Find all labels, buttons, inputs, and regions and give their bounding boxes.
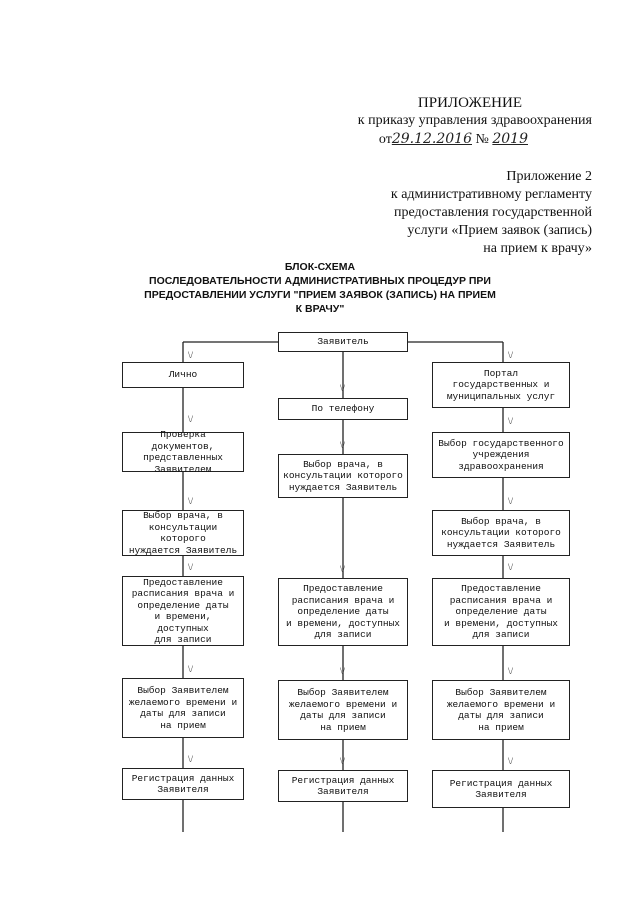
order-line: к приказу управления здравоохранения <box>357 113 592 128</box>
date-value: 29.12.2016 <box>391 131 472 147</box>
right-schedule-label: Предоставление расписания врача и опреде… <box>443 583 559 641</box>
arrow-head-icon: \/ <box>508 666 514 676</box>
right-portal-label: Портал государственных и муниципальных у… <box>446 367 556 402</box>
number-prefix: № <box>475 132 489 147</box>
arrow-head-icon: \/ <box>188 664 194 674</box>
appendix2-line3: предоставления государственной <box>393 205 592 220</box>
left-registration-label: Регистрация данных Заявителя <box>131 772 235 796</box>
date-prefix: от <box>378 132 392 147</box>
left-doctor-choice-box: Выбор врача, в консультации которого нуж… <box>122 510 244 556</box>
scheme-title-line2: ПОСЛЕДОВАТЕЛЬНОСТИ АДМИНИСТРАТИВНЫХ ПРОЦ… <box>149 275 491 287</box>
arrow-head-icon: \/ <box>508 756 514 766</box>
right-registration-label: Регистрация данных Заявителя <box>449 777 553 801</box>
middle-schedule-label: Предоставление расписания врача и опреде… <box>285 583 401 641</box>
arrow-head-icon: \/ <box>508 562 514 572</box>
left-documents-check-label: Проверка документов, представленных Заяв… <box>143 429 223 475</box>
right-time-choice-box: Выбор Заявителем желаемого времени и дат… <box>432 680 570 740</box>
middle-doctor-choice-label: Выбор врача, в консультации которого нуж… <box>283 458 403 493</box>
scheme-title-line3: ПРЕДОСТАВЛЕНИИ УСЛУГИ "ПРИЕМ ЗАЯВОК (ЗАП… <box>144 289 496 301</box>
left-time-choice-box: Выбор Заявителем желаемого времени и дат… <box>122 678 244 738</box>
appendix2-line4: услуги «Прием заявок (запись) <box>407 223 592 238</box>
middle-time-choice-label: Выбор Заявителем желаемого времени и дат… <box>288 687 398 733</box>
left-registration-box: Регистрация данных Заявителя <box>122 768 244 800</box>
arrow-head-icon: \/ <box>188 414 194 424</box>
left-time-choice-label: Выбор Заявителем желаемого времени и дат… <box>128 685 238 731</box>
arrow-head-icon: \/ <box>188 562 194 572</box>
middle-time-choice-box: Выбор Заявителем желаемого времени и дат… <box>278 680 408 740</box>
right-time-choice-label: Выбор Заявителем желаемого времени и дат… <box>446 687 556 733</box>
order-date-number: от29.12.2016 № 2019 <box>379 130 528 149</box>
arrow-head-icon: \/ <box>340 666 346 676</box>
arrow-head-icon: \/ <box>340 383 346 393</box>
arrow-head-icon: \/ <box>340 756 346 766</box>
middle-phone-box: По телефону <box>278 398 408 420</box>
right-portal-box: Портал государственных и муниципальных у… <box>432 362 570 408</box>
arrow-head-icon: \/ <box>340 564 346 574</box>
middle-schedule-box: Предоставление расписания врача и опреде… <box>278 578 408 646</box>
middle-registration-label: Регистрация данных Заявителя <box>291 774 395 798</box>
middle-phone-label: По телефону <box>311 403 375 415</box>
left-schedule-box: Предоставление расписания врача и опреде… <box>122 576 244 646</box>
right-doctor-choice-label: Выбор врача, в консультации которого нуж… <box>441 515 561 550</box>
scheme-title-line1: БЛОК-СХЕМА <box>284 261 356 273</box>
arrow-head-icon: \/ <box>508 350 514 360</box>
number-value: 2019 <box>492 131 528 147</box>
appendix2-line1: Приложение 2 <box>506 169 592 184</box>
right-institution-choice-label: Выбор государственного учреждения здраво… <box>438 437 564 472</box>
right-doctor-choice-box: Выбор врача, в консультации которого нуж… <box>432 510 570 556</box>
arrow-head-icon: \/ <box>508 416 514 426</box>
scheme-title-line4: К ВРАЧУ" <box>295 303 345 315</box>
appendix-title: ПРИЛОЖЕНИЕ <box>417 95 522 111</box>
left-doctor-choice-label: Выбор врача, в консультации которого нуж… <box>128 510 238 556</box>
middle-doctor-choice-box: Выбор врача, в консультации которого нуж… <box>278 454 408 498</box>
arrow-head-icon: \/ <box>188 496 194 506</box>
arrow-head-icon: \/ <box>188 350 194 360</box>
applicant-label: Заявитель <box>317 336 369 348</box>
left-in-person-box: Лично <box>122 362 244 388</box>
left-documents-check-box: Проверка документов, представленных Заяв… <box>122 429 244 475</box>
left-in-person-label: Лично <box>168 369 198 381</box>
left-schedule-label: Предоставление расписания врача и опреде… <box>131 576 235 646</box>
appendix2-line5: на прием к врачу» <box>483 241 592 256</box>
right-schedule-box: Предоставление расписания врача и опреде… <box>432 578 570 646</box>
right-institution-choice-box: Выбор государственного учреждения здраво… <box>432 432 570 478</box>
applicant-box: Заявитель <box>278 332 408 352</box>
right-registration-box: Регистрация данных Заявителя <box>432 770 570 808</box>
arrow-head-icon: \/ <box>340 440 346 450</box>
arrow-head-icon: \/ <box>508 496 514 506</box>
appendix2-line2: к административному регламенту <box>390 187 592 202</box>
arrow-head-icon: \/ <box>188 754 194 764</box>
middle-registration-box: Регистрация данных Заявителя <box>278 770 408 802</box>
